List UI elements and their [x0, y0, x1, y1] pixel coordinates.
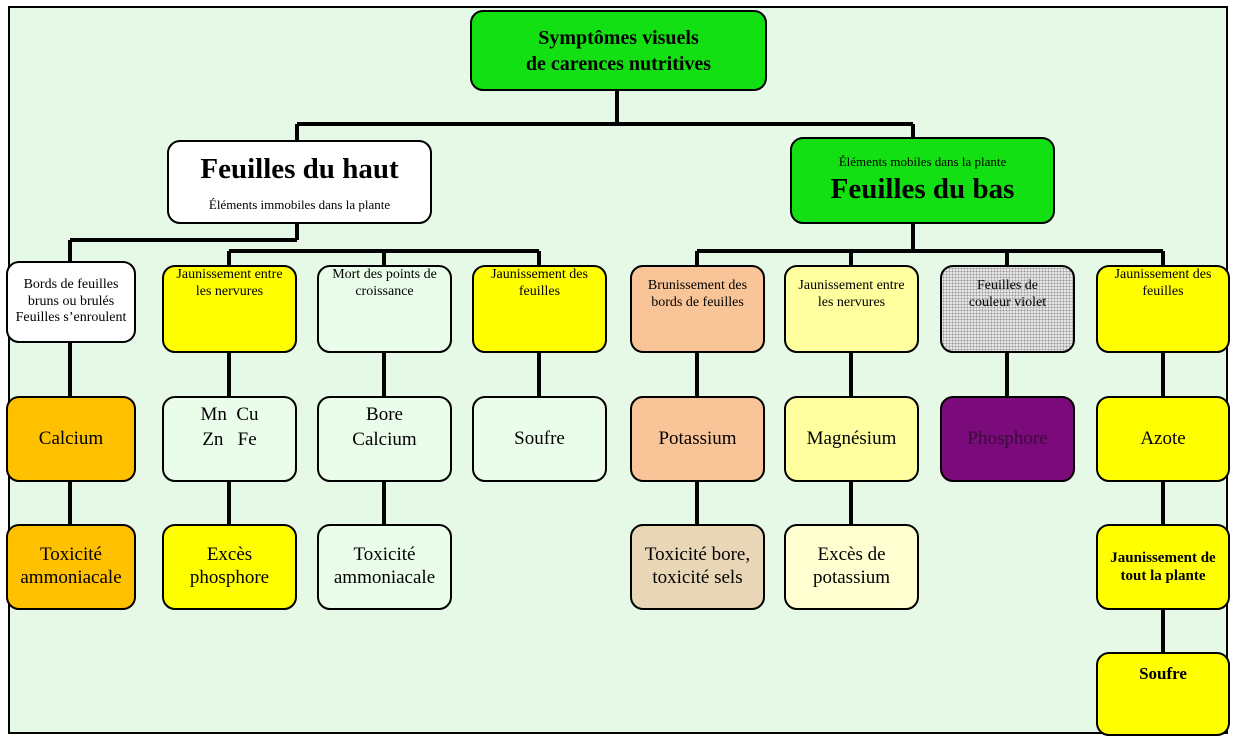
- cause-text: Excès phosphore: [189, 544, 270, 588]
- cause-node-1: Toxicité ammoniacale: [6, 524, 136, 610]
- element-text: Magnésium: [806, 427, 897, 449]
- cause-text: Excès de potassium: [812, 544, 891, 588]
- symptom-text: Bords de feuilles bruns ou brulés Feuill…: [15, 276, 127, 326]
- element-text: Soufre: [514, 427, 565, 449]
- symptom-node-7: Feuilles de couleur violet: [940, 265, 1075, 353]
- cause-node-6: Excès de potassium: [784, 524, 919, 610]
- root-node: Symptômes visuels de carences nutritives: [470, 10, 767, 91]
- cause-node-2: Excès phosphore: [162, 524, 297, 610]
- lower-leaves-title: Feuilles du bas: [830, 173, 1015, 206]
- symptom-text: Mort des points de croissance: [332, 267, 437, 299]
- cause-text: Jaunissement de tout la plante: [1110, 550, 1216, 584]
- element-text: Azote: [1140, 427, 1186, 449]
- root-title-line2: de carences nutritives: [525, 52, 712, 75]
- upper-leaves-node: Feuilles du haut Éléments immobiles dans…: [167, 140, 432, 224]
- symptom-text: Jaunissement entre les nervures: [176, 267, 283, 299]
- symptom-text: Jaunissement des feuilles: [491, 267, 588, 299]
- element-node-1: Calcium: [6, 396, 136, 482]
- cause-text: Toxicité ammoniacale: [333, 544, 436, 588]
- symptom-node-8: Jaunissement des feuilles: [1096, 265, 1230, 353]
- element-node-4: Soufre: [472, 396, 607, 482]
- element-node-3: Bore Calcium: [317, 396, 452, 482]
- cause-node-8: Jaunissement de tout la plante: [1096, 524, 1230, 610]
- element-node-8: Azote: [1096, 396, 1230, 482]
- element-node-5: Potassium: [630, 396, 765, 482]
- upper-leaves-subtitle: Éléments immobiles dans la plante: [208, 196, 391, 212]
- symptom-node-4: Jaunissement des feuilles: [472, 265, 607, 353]
- symptom-node-1: Bords de feuilles bruns ou brulés Feuill…: [6, 261, 136, 343]
- element-text: Bore Calcium: [352, 404, 417, 450]
- lower-leaves-subtitle: Éléments mobiles dans la plante: [838, 153, 1007, 169]
- element-text: Calcium: [38, 427, 104, 449]
- root-title-line1: Symptômes visuels: [538, 26, 699, 49]
- diagram-frame: [8, 6, 1228, 734]
- cause-node-5: Toxicité bore, toxicité sels: [630, 524, 765, 610]
- element-text: Phosphore: [967, 427, 1048, 449]
- element-text: Mn Cu Zn Fe: [200, 404, 259, 450]
- symptom-text: Jaunissement entre les nervures: [798, 278, 905, 310]
- element-node-2: Mn Cu Zn Fe: [162, 396, 297, 482]
- lower-leaves-node: Éléments mobiles dans la plante Feuilles…: [790, 137, 1055, 224]
- upper-leaves-title: Feuilles du haut: [200, 152, 399, 185]
- element-text: Potassium: [658, 427, 737, 449]
- symptom-text: Feuilles de couleur violet: [968, 278, 1047, 310]
- symptom-node-2: Jaunissement entre les nervures: [162, 265, 297, 353]
- symptom-text: Brunissement des bords de feuilles: [647, 278, 748, 310]
- symptom-node-5: Brunissement des bords de feuilles: [630, 265, 765, 353]
- cause-node-3: Toxicité ammoniacale: [317, 524, 452, 610]
- element-node-6: Magnésium: [784, 396, 919, 482]
- cause-text: Toxicité ammoniacale: [20, 544, 122, 588]
- symptom-node-6: Jaunissement entre les nervures: [784, 265, 919, 353]
- extra-node-8: Soufre: [1096, 652, 1230, 736]
- symptom-text: Jaunissement des feuilles: [1114, 267, 1212, 299]
- element-node-7: Phosphore: [940, 396, 1075, 482]
- symptom-node-3: Mort des points de croissance: [317, 265, 452, 353]
- cause-text: Toxicité bore, toxicité sels: [644, 544, 751, 588]
- extra-text: Soufre: [1139, 664, 1187, 683]
